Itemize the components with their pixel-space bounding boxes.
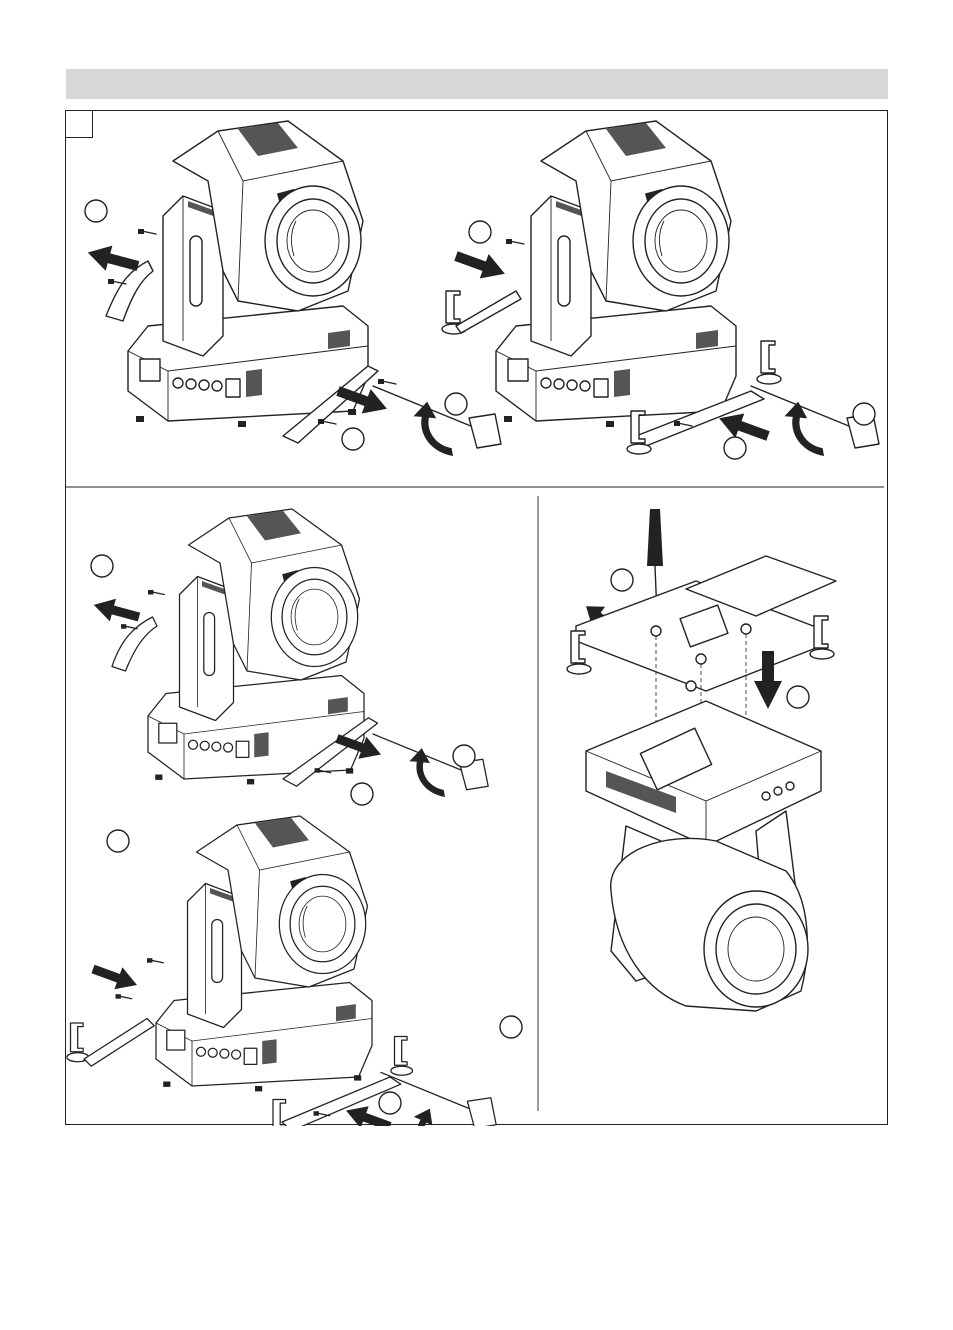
callout-14 bbox=[787, 686, 809, 708]
panel-lower-left bbox=[67, 816, 496, 1126]
callout-5 bbox=[724, 437, 746, 459]
panel-middle-left bbox=[91, 509, 488, 802]
panel-top-right bbox=[442, 121, 879, 462]
panel-right bbox=[567, 509, 836, 1011]
installation-illustration bbox=[66, 111, 889, 1126]
callout-3 bbox=[445, 393, 467, 415]
callout-2 bbox=[342, 428, 364, 450]
callout-10 bbox=[107, 830, 129, 852]
callout-9 bbox=[453, 745, 475, 767]
callout-1 bbox=[85, 200, 107, 222]
callout-6 bbox=[853, 403, 875, 425]
section-header-bar bbox=[66, 69, 888, 99]
callout-11 bbox=[379, 1092, 401, 1114]
callout-4 bbox=[469, 221, 491, 243]
callout-13 bbox=[611, 569, 633, 591]
callout-8 bbox=[351, 783, 373, 805]
panel-top-left bbox=[84, 121, 501, 462]
callout-12 bbox=[500, 1016, 522, 1038]
callout-7 bbox=[91, 555, 113, 577]
figure-frame bbox=[65, 110, 888, 1125]
